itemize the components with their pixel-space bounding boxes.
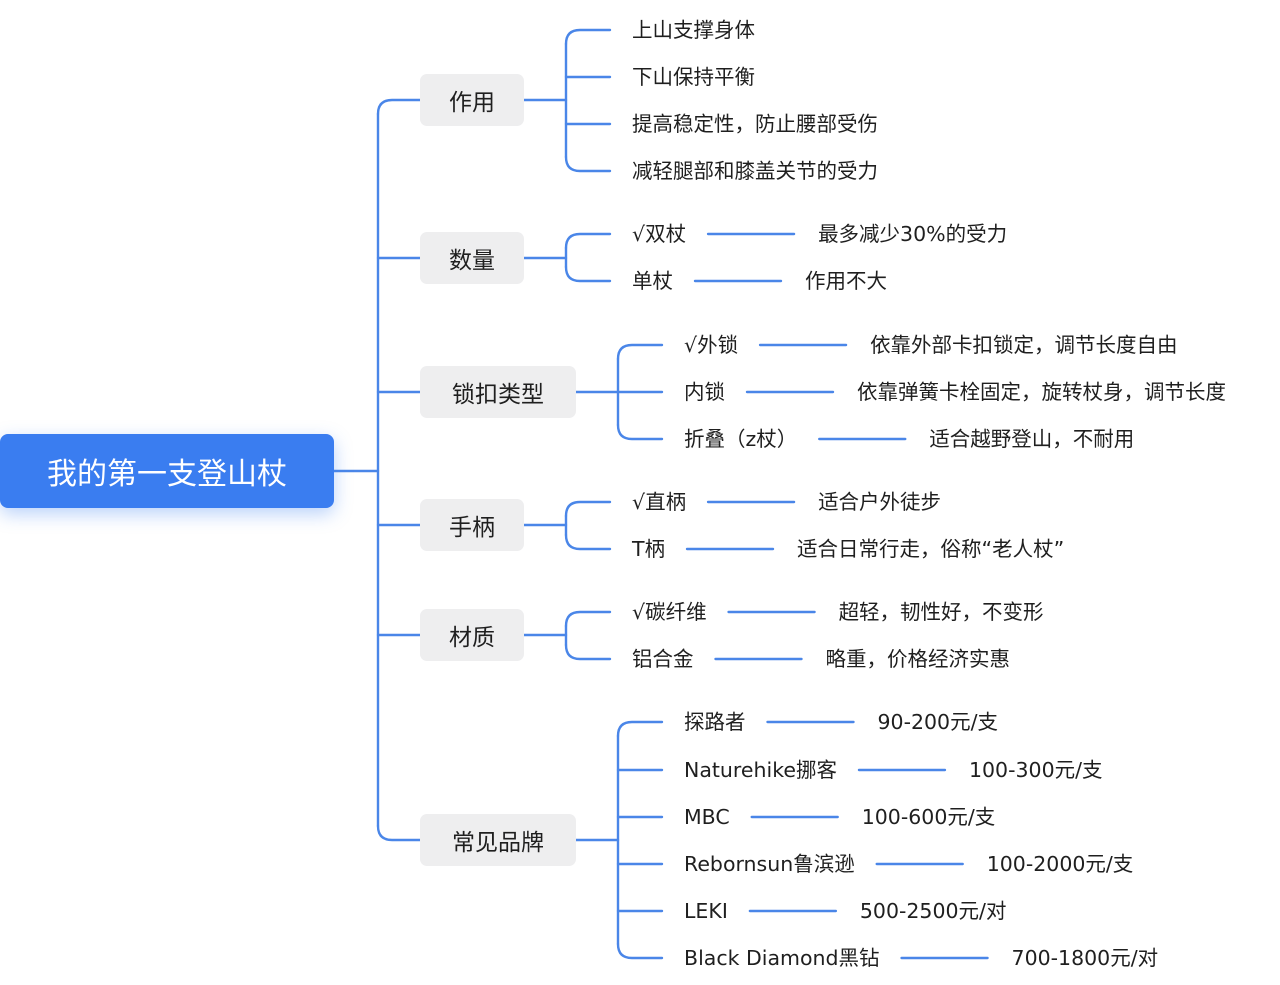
item-label[interactable]: 探路者	[684, 710, 746, 734]
item-note: 依靠外部卡扣锁定，调节长度自由	[870, 333, 1178, 357]
item-label[interactable]: T柄	[632, 537, 666, 561]
item-branch-5-0	[616, 720, 664, 738]
item-note: 90-200元/支	[877, 710, 999, 734]
item-branch-0-3	[564, 155, 612, 173]
item-branch-1-0	[564, 232, 612, 250]
item-label[interactable]: Rebornsun鲁滨逊	[684, 852, 855, 876]
category-node[interactable]: 数量	[420, 232, 524, 284]
item-label[interactable]: LEKI	[684, 899, 728, 923]
category-node[interactable]: 锁扣类型	[420, 366, 576, 418]
item-label[interactable]: √双杖	[632, 222, 687, 246]
item-note: 依靠弹簧卡栓固定，旋转杖身，调节长度	[856, 380, 1226, 404]
item-note: 500-2500元/对	[859, 899, 1007, 923]
category-node[interactable]: 材质	[420, 609, 524, 661]
item-label[interactable]: 上山支撑身体	[632, 18, 755, 42]
item-label[interactable]: MBC	[684, 805, 730, 829]
item-label[interactable]: Naturehike挪客	[684, 758, 837, 782]
item-branch-2-2	[616, 423, 664, 441]
item-label[interactable]: 提高稳定性，防止腰部受伤	[632, 112, 878, 136]
item-note: 100-300元/支	[968, 758, 1103, 782]
item-branch-1-1	[564, 265, 612, 283]
item-note: 略重，价格经济实惠	[825, 647, 1010, 671]
item-note: 适合户外徒步	[818, 490, 942, 514]
branch-line-0	[376, 98, 422, 116]
item-note: 作用不大	[804, 269, 887, 293]
item-branch-5-5	[616, 942, 664, 960]
item-label[interactable]: 单杖	[632, 269, 673, 293]
item-branch-4-0	[564, 610, 612, 628]
item-branch-2-0	[616, 343, 664, 361]
category-node[interactable]: 手柄	[420, 499, 524, 551]
root-node[interactable]: 我的第一支登山杖	[0, 434, 334, 508]
item-branch-4-1	[564, 643, 612, 661]
item-label[interactable]: √外锁	[684, 333, 739, 357]
item-note: 适合越野登山，不耐用	[929, 427, 1135, 451]
item-note: 适合日常行走，俗称“老人杖”	[797, 537, 1065, 561]
item-branch-3-1	[564, 533, 612, 551]
category-node[interactable]: 常见品牌	[420, 814, 576, 866]
branch-line-5	[376, 824, 422, 842]
item-branch-3-0	[564, 500, 612, 518]
item-note: 最多减少30%的受力	[818, 222, 1008, 246]
item-label[interactable]: 铝合金	[632, 647, 694, 671]
item-label[interactable]: 减轻腿部和膝盖关节的受力	[632, 159, 878, 183]
item-label[interactable]: 折叠（z杖）	[684, 427, 798, 451]
item-note: 超轻，韧性好，不变形	[838, 600, 1044, 624]
category-node[interactable]: 作用	[420, 74, 524, 126]
item-label[interactable]: √直柄	[632, 490, 687, 514]
item-label[interactable]: 内锁	[684, 380, 725, 404]
item-label[interactable]: Black Diamond黑钻	[684, 946, 880, 970]
item-note: 100-600元/支	[861, 805, 996, 829]
item-branch-0-0	[564, 28, 612, 46]
item-label[interactable]: √碳纤维	[632, 600, 707, 624]
item-note: 700-1800元/对	[1011, 946, 1159, 970]
item-label[interactable]: 下山保持平衡	[632, 65, 755, 89]
item-note: 100-2000元/支	[986, 852, 1134, 876]
